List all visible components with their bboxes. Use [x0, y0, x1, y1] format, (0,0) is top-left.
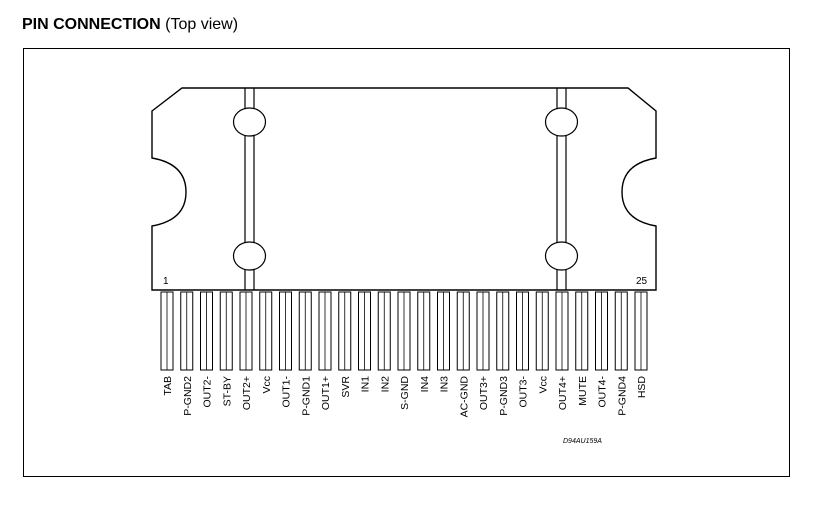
pin-25-number: 25 — [636, 276, 648, 287]
pin-8-label: P-GND1 — [300, 376, 312, 416]
pin-5-label: OUT2+ — [241, 376, 253, 410]
drawing-code: D94AU159A — [563, 438, 602, 445]
pin-11-label: IN1 — [360, 376, 372, 393]
pin-19-label: OUT3- — [518, 375, 530, 407]
pin-2-label: P-GND2 — [182, 376, 194, 416]
diagram-title: PIN CONNECTION (Top view) — [22, 16, 238, 34]
pin-20-label: Vcc — [537, 376, 549, 394]
package-body-outline — [151, 87, 657, 291]
pin-15-label: IN3 — [439, 376, 451, 393]
pin-22-label: MUTE — [577, 376, 589, 406]
pin-4-label: ST-BY — [221, 376, 233, 406]
pin-6-label: Vcc — [261, 376, 273, 394]
pin-23-label: OUT4- — [597, 375, 609, 407]
pin-3-label: OUT2- — [202, 375, 214, 407]
left-tab-slot — [232, 88, 267, 290]
pin-7-label: OUT1- — [281, 375, 293, 407]
right-tab-slot — [544, 88, 579, 290]
pin-25-label: HSD — [636, 376, 648, 399]
pin-1-label: TAB — [162, 376, 174, 396]
pin-18-label: P-GND3 — [498, 376, 510, 416]
pin-9-label: OUT1+ — [320, 376, 332, 410]
pin-21-label: OUT4+ — [557, 376, 569, 410]
title-qualifier: (Top view) — [165, 16, 239, 33]
pin-10-label: SVR — [340, 376, 352, 398]
pin-17-label: OUT3+ — [478, 376, 490, 410]
title-main: PIN CONNECTION — [22, 16, 161, 33]
pin-24-label: P-GND4 — [616, 376, 628, 416]
pin-12-label: IN2 — [379, 376, 391, 393]
pin-13-label: S-GND — [399, 376, 411, 410]
pin-14-label: IN4 — [419, 376, 431, 393]
diagram-frame — [23, 48, 790, 477]
pin-1-number: 1 — [163, 276, 169, 287]
pin-16-label: AC-GND — [458, 376, 470, 418]
pins-group: TAB P-GND2 OUT2- ST-BY OUT2+ Vcc OUT1- P-GND1 OU… — [160, 291, 648, 418]
